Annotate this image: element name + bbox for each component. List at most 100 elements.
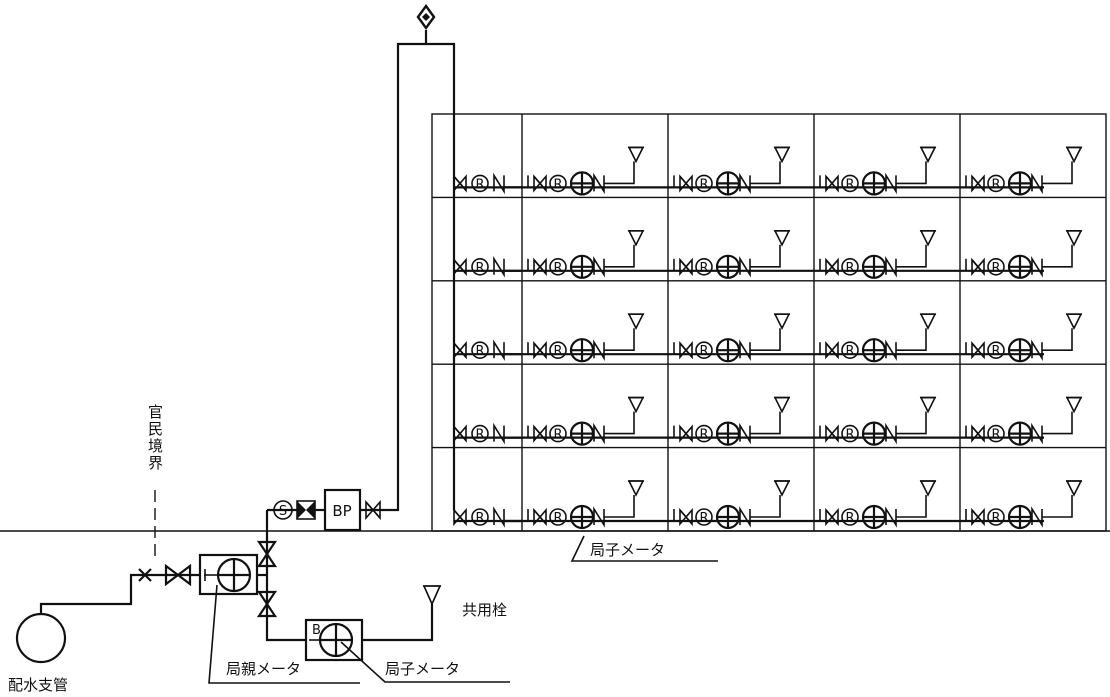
unit-fixture: R (819, 396, 937, 446)
reducing-valve-label: R (699, 511, 708, 526)
check-valve-icon (885, 339, 897, 361)
reducing-valve-icon (549, 508, 567, 526)
check-valve-icon (885, 506, 897, 528)
reducing-valve-icon (695, 424, 713, 443)
building-outline (431, 113, 1107, 532)
common-tap-label: 共用栓 (462, 601, 507, 619)
check-valve-icon (885, 172, 897, 195)
unit-fixture: R (673, 480, 791, 530)
faucet-icon (627, 480, 645, 497)
reducing-valve-icon (841, 174, 859, 193)
reducing-valve-label: R (553, 344, 562, 359)
faucet-icon (627, 396, 645, 414)
check-valve-icon (593, 506, 605, 528)
reducing-valve-label: R (845, 177, 854, 192)
unit-fixture: R (527, 480, 645, 530)
unit-fixture: R (819, 146, 937, 196)
unit-fixture: R (965, 230, 1083, 279)
reducing-valve-label: R (991, 261, 1000, 276)
unit-fixture: R (819, 230, 937, 279)
unit-fixture: R (965, 313, 1083, 363)
reducing-valve-label: R (699, 344, 708, 359)
riser-pipe (385, 3, 456, 512)
check-valve-icon (593, 422, 605, 445)
lower-valve-icon (256, 590, 278, 618)
reducing-valve-label: R (699, 177, 708, 192)
strainer-icon (273, 500, 293, 520)
faucet-icon (627, 230, 645, 247)
reducing-valve-label: R (699, 428, 708, 443)
faucet-icon (627, 313, 645, 330)
check-valve-icon (885, 422, 897, 445)
reducing-valve-icon (987, 174, 1005, 193)
reducing-valve-icon (549, 341, 567, 360)
strainer-label: S (279, 504, 287, 519)
reducing-valve-label: R (553, 261, 562, 276)
reducing-valve-icon (987, 341, 1005, 360)
reducing-valve-icon (987, 257, 1005, 276)
reducing-valve-icon (987, 508, 1005, 526)
check-valve-icon (593, 256, 605, 278)
reducing-valve-icon (841, 508, 859, 526)
stop-valve-icon (164, 563, 192, 587)
check-valve-icon (493, 422, 505, 445)
corporation-valve-icon (138, 568, 152, 582)
faucet-icon (773, 146, 791, 164)
unit-fixture: R (527, 396, 645, 446)
check-valve-icon (493, 172, 505, 195)
sub-meter-building-label: 局子メータ (590, 541, 665, 559)
faucet-icon (919, 396, 937, 414)
unit-fixture: R (819, 480, 937, 530)
upper-valve-icon (256, 540, 278, 568)
check-valve-icon (739, 172, 751, 195)
check-valve-icon (1031, 172, 1043, 195)
reducing-valve-label: R (991, 428, 1000, 443)
reducing-valve-label: R (991, 511, 1000, 526)
leader-lines (208, 535, 718, 684)
check-valve-icon (593, 339, 605, 361)
reducing-valve-label: R (475, 177, 484, 192)
faucet-icon (1065, 480, 1083, 497)
reducing-valve-label: R (845, 344, 854, 359)
parent-meter-label: 局親メータ (226, 660, 301, 678)
check-valve-icon (739, 422, 751, 445)
reducing-valve-label: R (845, 428, 854, 443)
faucet-icon (773, 480, 791, 497)
unit-fixture: R (527, 230, 645, 279)
reducing-valve-icon (695, 174, 713, 193)
reducing-valve-label: R (991, 344, 1000, 359)
reducing-valve-icon (841, 257, 859, 276)
common-tap-icon (422, 585, 442, 606)
bypass-mark: B (312, 623, 321, 638)
check-valve-icon (885, 256, 897, 278)
faucet-icon (1065, 146, 1083, 164)
reducing-valve-icon (987, 424, 1005, 443)
unit-fixture: R (527, 313, 645, 363)
reducing-valve-label: R (699, 261, 708, 276)
unit-fixture: R (965, 480, 1083, 530)
reducing-valve-icon (841, 341, 859, 360)
faucet-icon (919, 313, 937, 330)
faucet-icon (1065, 313, 1083, 330)
unit-fixture: R (965, 146, 1083, 196)
reducing-valve-label: R (845, 261, 854, 276)
check-valve-icon (1031, 506, 1043, 528)
faucet-icon (773, 230, 791, 247)
check-valve-icon (1031, 256, 1043, 278)
distribution-main-label: 配水支管 (8, 676, 68, 694)
faucet-icon (919, 230, 937, 247)
unit-fixture: R (965, 396, 1083, 446)
reducing-valve-icon (841, 424, 859, 443)
booster-pump-label: BP (332, 502, 351, 520)
reducing-valve-label: R (553, 177, 562, 192)
reducing-valve-label: R (991, 177, 1000, 192)
reducing-valve-icon (471, 424, 489, 443)
reducing-valve-label: R (475, 511, 484, 526)
